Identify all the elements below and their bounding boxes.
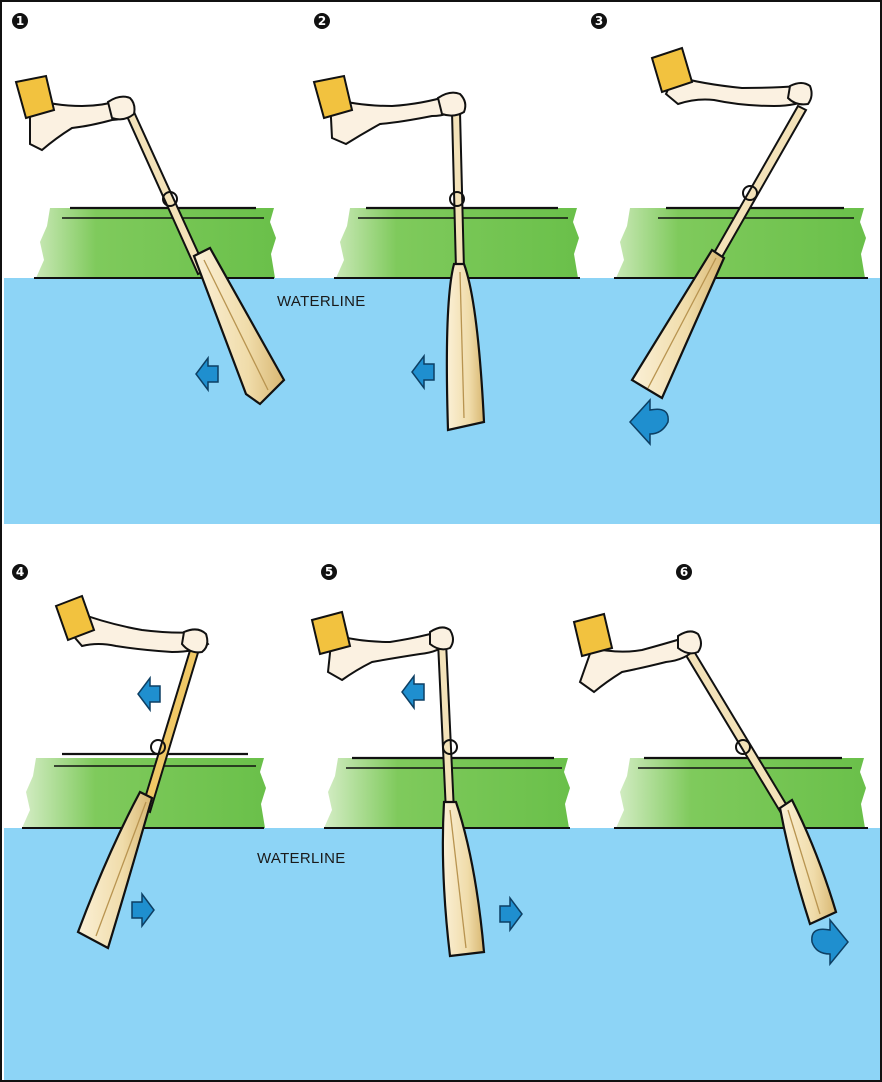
arrow-left-step-4 xyxy=(138,678,160,710)
step-6-number: 6 xyxy=(680,565,688,579)
step-2-number: 2 xyxy=(318,14,326,28)
step-4-number: 4 xyxy=(16,565,24,579)
panel-divider xyxy=(4,524,882,560)
top-panel: WATERLINE 1 xyxy=(4,13,882,524)
waterline-label-bottom: WATERLINE xyxy=(257,850,346,867)
bottom-panel: WATERLINE 4 5 xyxy=(4,564,882,1082)
cuff-step-6 xyxy=(574,614,612,656)
arrow-left-step-5 xyxy=(402,676,424,708)
step-3-number: 3 xyxy=(595,14,603,28)
cuff-step-5 xyxy=(312,612,350,654)
hull-step-6 xyxy=(616,758,866,828)
step-1-number: 1 xyxy=(16,14,24,28)
hand-step-5 xyxy=(430,627,453,649)
hand-step-4 xyxy=(182,629,207,652)
cuff-step-2 xyxy=(314,76,352,118)
cuff-step-1 xyxy=(16,76,54,118)
hand-step-2 xyxy=(438,93,465,116)
hand-step-6 xyxy=(678,631,701,653)
waterline-label-top: WATERLINE xyxy=(277,293,366,310)
hand-step-1 xyxy=(108,97,135,120)
hand-step-3 xyxy=(788,83,812,104)
water-top xyxy=(4,278,882,524)
step-5-number: 5 xyxy=(325,565,333,579)
hull-step-1 xyxy=(36,208,276,278)
